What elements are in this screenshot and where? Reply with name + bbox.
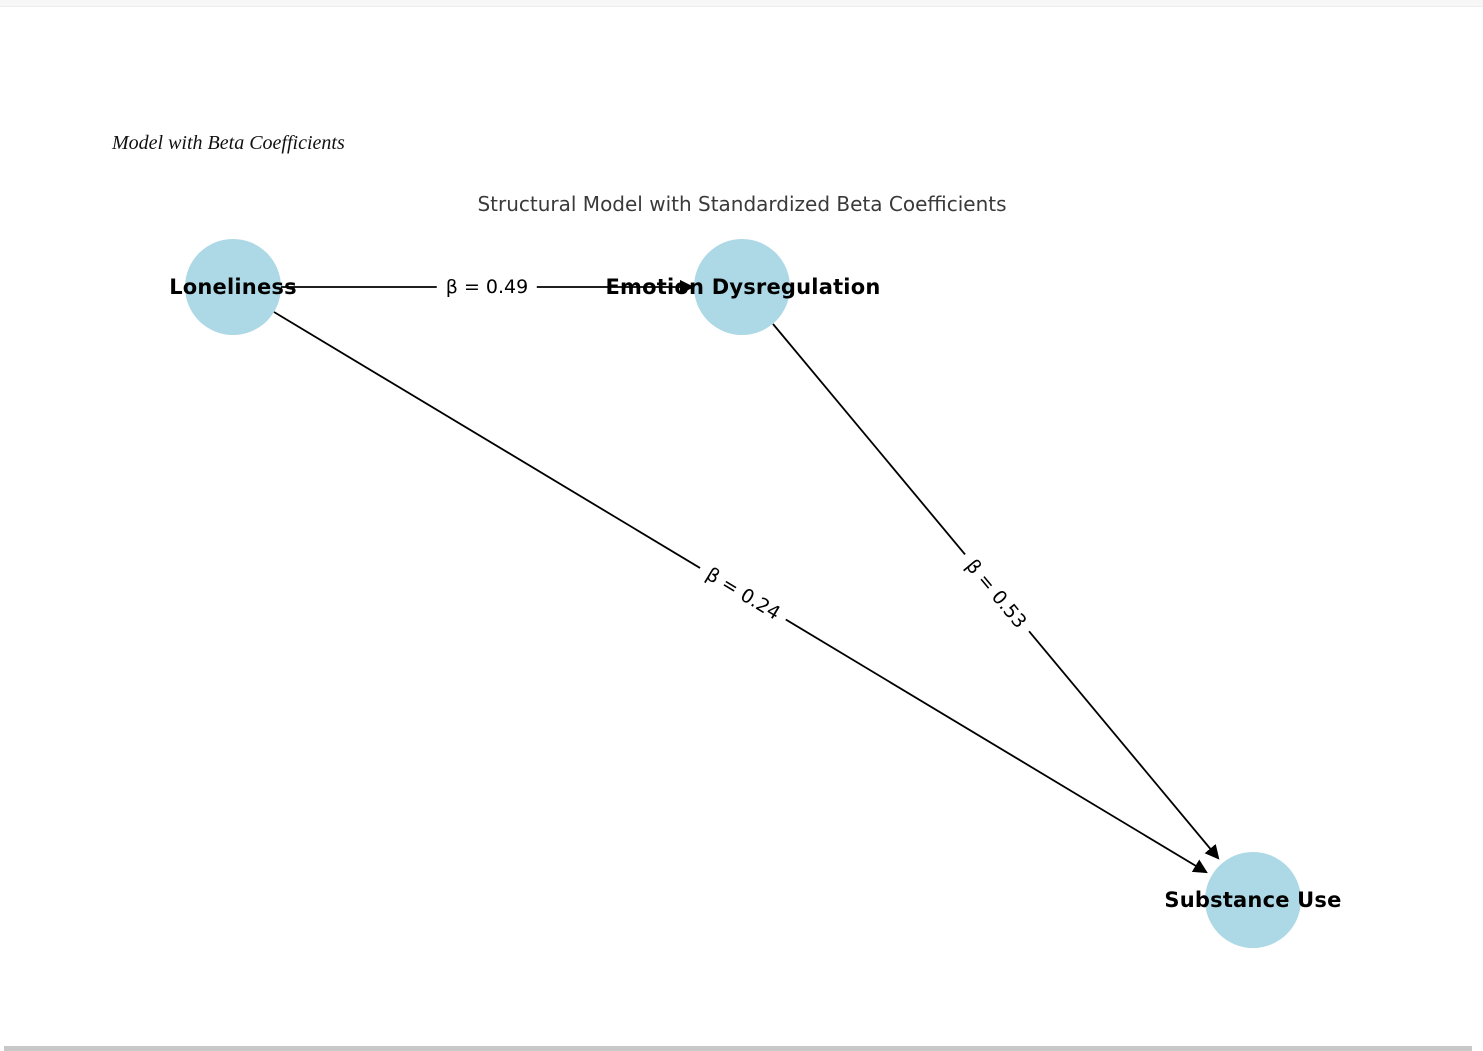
- node-emotion-dysregulation: [694, 239, 790, 335]
- node-loneliness: [185, 239, 281, 335]
- horizontal-scrollbar[interactable]: [4, 1046, 1472, 1051]
- node-substance-use: [1205, 852, 1301, 948]
- node-label-emotion-dysregulation: Emotion Dysregulation: [605, 275, 881, 299]
- top-strip: [0, 0, 1483, 7]
- node-label-substance-use: Substance Use: [1164, 888, 1342, 912]
- node-label-loneliness: Loneliness: [169, 275, 297, 299]
- edge-label-beta-049: β = 0.49: [436, 275, 538, 299]
- figure-title: Structural Model with Standardized Beta …: [477, 192, 1007, 216]
- document-heading: Model with Beta Coefficients: [112, 132, 345, 154]
